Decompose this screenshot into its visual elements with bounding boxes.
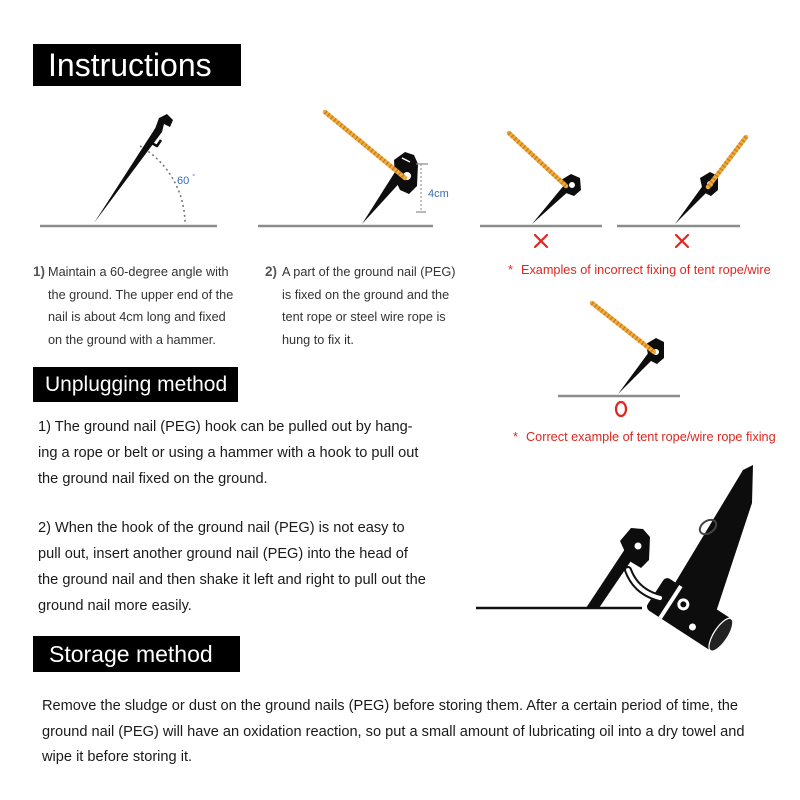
cross-stroke (533, 233, 549, 249)
peg-shaft (618, 352, 655, 394)
angle-label: 60° (177, 173, 195, 187)
storage-paragraph: Remove the sludge or dust on the ground … (42, 694, 745, 771)
paragraph-line: the ground nail fixed on the ground. (38, 471, 268, 487)
step-number: 1) (33, 264, 46, 279)
peg-notch (147, 139, 163, 148)
paragraph-line: ground nail more easily. (38, 598, 192, 614)
peg-shaft (586, 549, 635, 608)
rope-strand (506, 130, 569, 189)
peg-hole (568, 181, 576, 189)
rope (506, 130, 569, 189)
paragraph-line: 2) When the hook of the ground nail (PEG… (38, 520, 405, 536)
peg-hole (633, 541, 643, 551)
angle-unit: ° (192, 173, 195, 181)
step-number: 2) (265, 264, 278, 279)
rope (322, 109, 408, 181)
peg-shaft (362, 172, 404, 224)
instruction-step-2: A part of the ground nail (PEG) is fixed… (282, 261, 456, 351)
unplugging-paragraph-2: 2) When the hook of the ground nail (PEG… (38, 515, 426, 619)
step-text-line: Maintain a 60-degree angle with (48, 265, 229, 279)
section-banner-instructions: Instructions (33, 44, 241, 86)
peg-shaft (675, 184, 710, 224)
head-end-cap (708, 617, 734, 652)
section-title: Storage method (49, 640, 213, 667)
connector-hook (626, 568, 662, 600)
hanging-ring (698, 518, 718, 536)
step-text-line: A part of the ground nail (PEG) (282, 265, 456, 279)
second-peg-shaft (672, 465, 753, 612)
step-text-line: the ground. The upper end of the (48, 287, 234, 302)
head-hole-center (680, 601, 687, 608)
paragraph-line: ing a rope or belt or using a hammer wit… (38, 445, 419, 461)
paragraph-line: the ground nail and then shake it left a… (38, 572, 426, 588)
unplugging-paragraph-1: 1) The ground nail (PEG) hook can be pul… (38, 414, 418, 492)
diagram-peg-angle: 60° (40, 114, 217, 228)
paragraph-line: Remove the sludge or dust on the ground … (42, 698, 739, 714)
instruction-step-1: Maintain a 60-degree angle with the grou… (48, 261, 233, 351)
section-title: Instructions (48, 46, 212, 83)
paragraph-line: ground nail (PEG) will have an oxidation… (42, 723, 745, 740)
section-banner-unplugging: Unplugging method (33, 367, 238, 402)
peg-hook-icon (155, 114, 173, 132)
diagram-correct-example (558, 300, 680, 418)
step-text-line: nail is about 4cm long and fixed (48, 310, 226, 325)
angle-value: 60 (177, 175, 189, 187)
note-asterisk: * (513, 430, 518, 444)
step-text-line: hung to fix it. (282, 332, 354, 347)
rope (705, 134, 749, 190)
rope-strand (589, 300, 657, 355)
step-text-line: on the ground with a hammer. (48, 332, 216, 347)
rope (589, 300, 657, 355)
paragraph-line: wipe it before storing it. (42, 749, 193, 765)
second-peg-head (647, 578, 734, 652)
section-banner-storage: Storage method (33, 636, 240, 672)
diagram-incorrect-example-2 (617, 134, 749, 249)
paragraph-line: pull out, insert another ground nail (PE… (38, 546, 408, 562)
diagram-unplugging (476, 465, 753, 652)
peg-shaft (94, 127, 162, 223)
head-body (647, 578, 731, 650)
note-asterisk: * (508, 263, 513, 277)
peg-shaft (532, 184, 571, 224)
diagram-peg-height: 4cm (258, 109, 449, 228)
note-text: Examples of incorrect fixing of tent rop… (521, 263, 771, 277)
angle-arc (139, 145, 186, 225)
incorrect-mark-icon (533, 233, 549, 249)
step-text-line: tent rope or steel wire rope is (282, 310, 446, 325)
step-text-line: is fixed on the ground and the (282, 287, 450, 302)
rope-twist (507, 131, 568, 188)
rope-twist (323, 110, 407, 180)
peg-head-slit (401, 157, 411, 163)
head-band (658, 584, 683, 620)
incorrect-mark-icon (674, 233, 690, 249)
length-label: 4cm (428, 188, 449, 200)
paragraph-line: 1) The ground nail (PEG) hook can be pul… (38, 419, 413, 435)
rope-twist (590, 301, 656, 354)
rope-twist (706, 135, 748, 189)
cross-stroke (674, 233, 690, 249)
head-rivet (688, 623, 696, 631)
connector-hook-outline (624, 566, 664, 602)
diagram-incorrect-example-1 (480, 130, 602, 249)
section-title: Unplugging method (45, 372, 228, 396)
correct-mark-icon (614, 400, 628, 418)
note-text: Correct example of tent rope/wire rope f… (526, 430, 776, 444)
